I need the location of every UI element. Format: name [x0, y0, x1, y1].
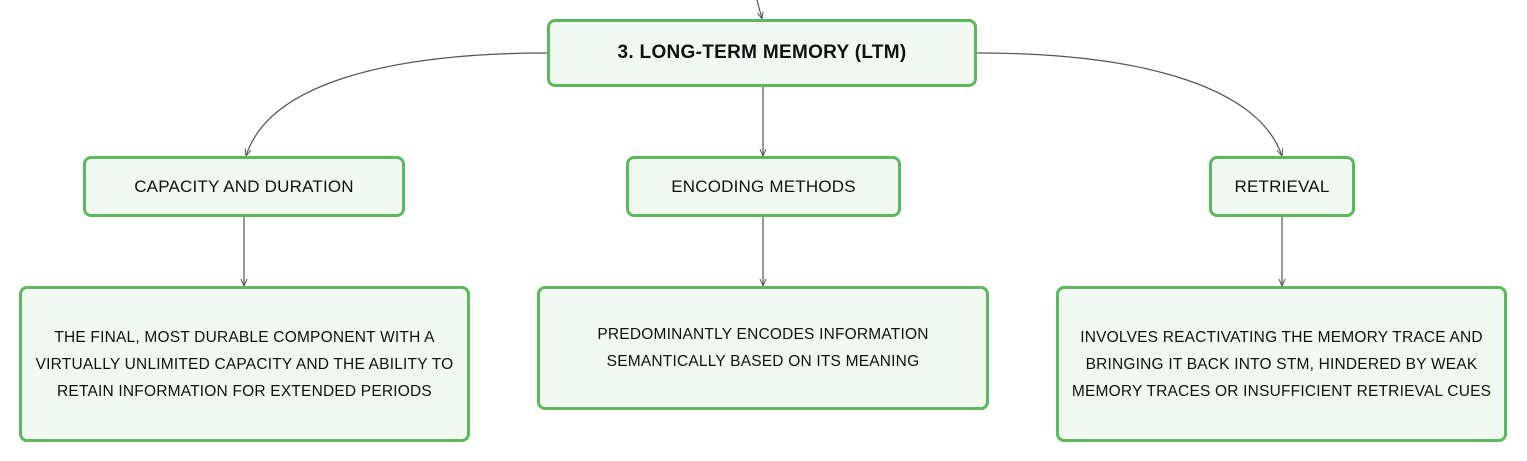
detail-node-capacity-and-duration[interactable]: THE FINAL, MOST DURABLE COMPONENT WITH A…	[19, 286, 470, 442]
detail-node-encoding-methods[interactable]: PREDOMINANTLY ENCODES INFORMATION SEMANT…	[537, 286, 989, 410]
branch-node-retrieval[interactable]: RETRIEVAL	[1209, 156, 1355, 217]
detail-node-text: THE FINAL, MOST DURABLE COMPONENT WITH A…	[35, 328, 454, 400]
branch-node-label: CAPACITY AND DURATION	[134, 176, 354, 196]
root-node-label: 3. LONG-TERM MEMORY (LTM)	[617, 42, 907, 63]
root-node-long-term-memory[interactable]: 3. LONG-TERM MEMORY (LTM)	[547, 19, 977, 87]
detail-node-retrieval[interactable]: INVOLVES REACTIVATING THE MEMORY TRACE A…	[1056, 286, 1507, 442]
connector-root-to-retrieval	[976, 52, 1282, 156]
detail-node-text: PREDOMINANTLY ENCODES INFORMATION SEMANT…	[597, 326, 929, 370]
connector-root-to-capacity	[246, 52, 548, 156]
branch-node-label: ENCODING METHODS	[671, 176, 856, 196]
branch-node-label: RETRIEVAL	[1234, 176, 1330, 196]
branch-node-capacity-and-duration[interactable]: CAPACITY AND DURATION	[83, 156, 405, 217]
detail-node-text: INVOLVES REACTIVATING THE MEMORY TRACE A…	[1071, 328, 1492, 400]
branch-node-encoding-methods[interactable]: ENCODING METHODS	[626, 156, 901, 217]
incoming-connector	[756, 0, 762, 19]
